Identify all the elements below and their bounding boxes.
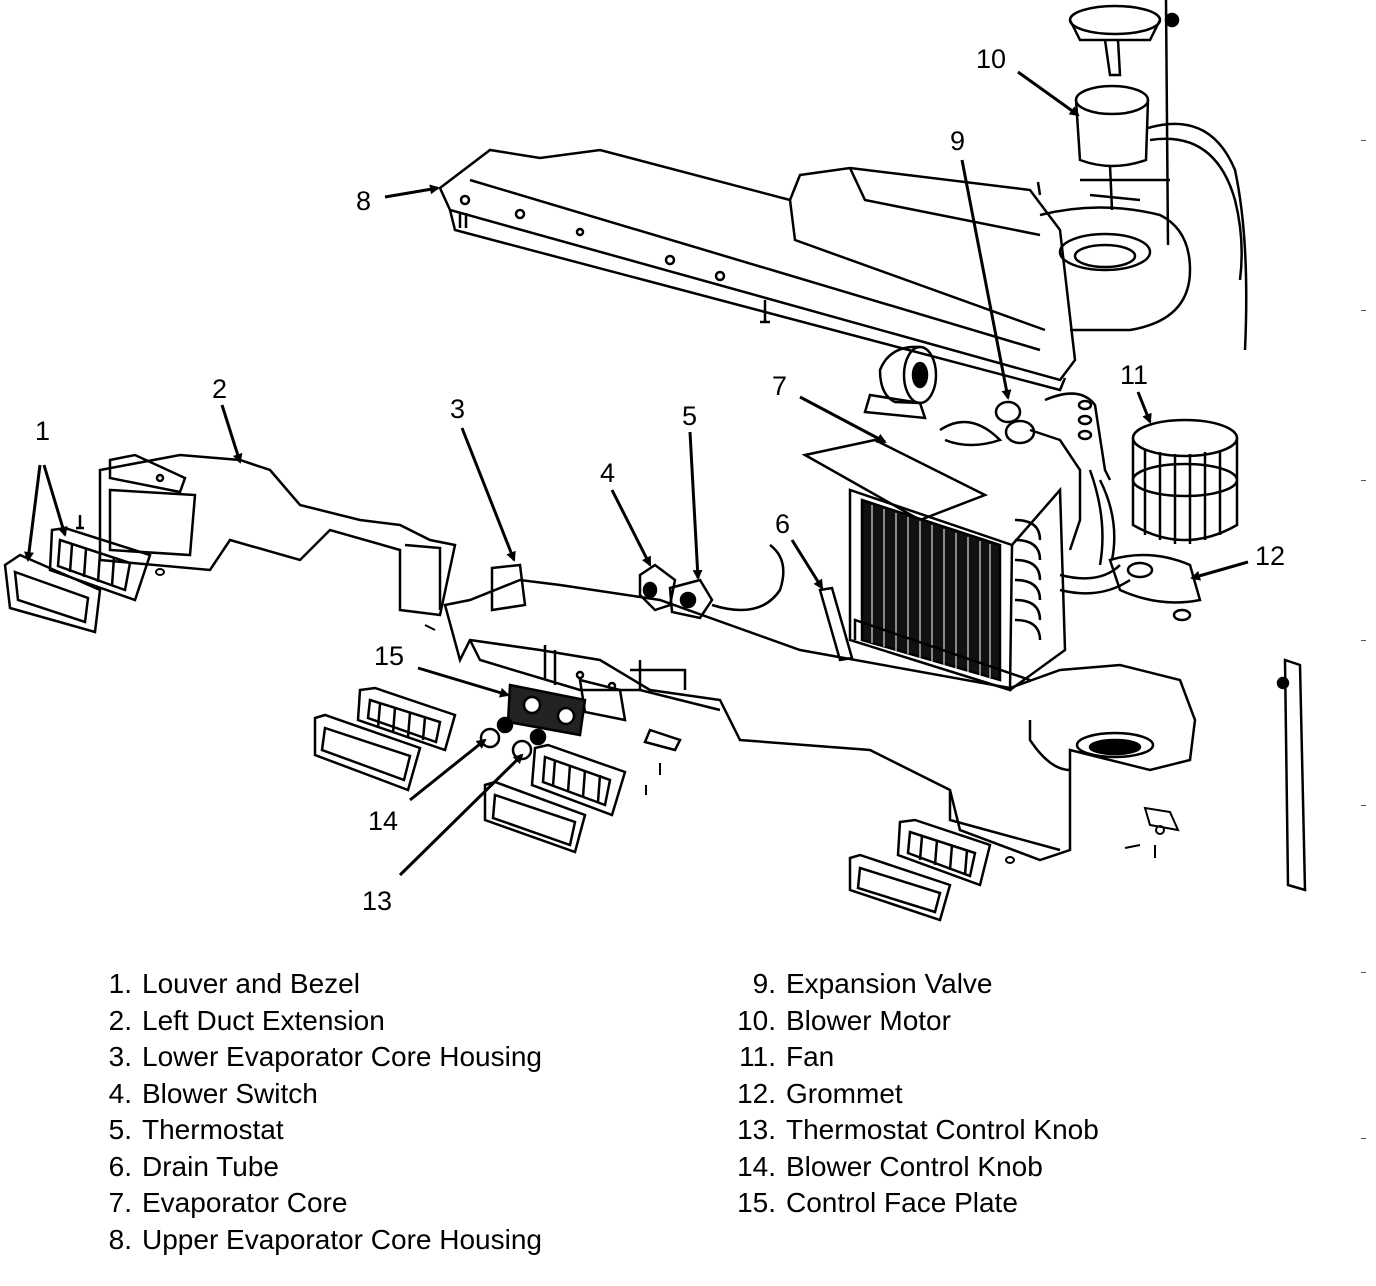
legend-number: 13. xyxy=(737,1114,776,1145)
legend-item: 9. Expansion Valve xyxy=(728,966,1288,1003)
side-bracket xyxy=(1276,658,1307,892)
callout-1: 1 xyxy=(35,416,50,446)
legend-number: 4. xyxy=(108,1077,132,1109)
legend-label: Blower Motor xyxy=(786,1004,951,1036)
parts-legend-left: 1. Louver and Bezel 2. Left Duct Extension… xyxy=(100,966,660,1258)
fasteners xyxy=(155,568,1180,864)
edge-tick xyxy=(1361,480,1366,481)
legend-item: 14. Blower Control Knob xyxy=(728,1149,1288,1186)
legend-number: 1. xyxy=(108,968,132,999)
legend-number: 5. xyxy=(108,1114,132,1145)
legend-item: 10. Blower Motor xyxy=(728,1003,1288,1040)
callout-12: 12 xyxy=(1255,541,1285,571)
callout-6: 6 xyxy=(775,509,790,539)
legend-label: Lower Evaporator Core Housing xyxy=(142,1041,542,1072)
louver-and-bezel-center xyxy=(313,686,457,792)
callout-7: 7 xyxy=(772,371,787,401)
thermostat-control-knob xyxy=(511,728,547,761)
legend-item: 8. Upper Evaporator Core Housing xyxy=(100,1222,660,1259)
legend-item: 7. Evaporator Core xyxy=(100,1185,660,1222)
legend-label: Louver and Bezel xyxy=(142,968,360,999)
legend-label: Thermostat xyxy=(142,1114,284,1145)
louver-and-bezel-right xyxy=(848,818,992,922)
insulation-roll xyxy=(863,345,938,420)
legend-label: Blower Control Knob xyxy=(786,1150,1043,1182)
lower-evaporator-core-housing xyxy=(443,563,1197,862)
exploded-view-diagram: 1 2 3 4 5 6 7 8 9 10 11 12 13 14 15 xyxy=(3,0,1307,922)
louver-and-bezel-right-center xyxy=(483,743,627,854)
callout-3: 3 xyxy=(450,394,465,424)
edge-tick xyxy=(1361,1138,1366,1139)
edge-tick xyxy=(1361,310,1366,311)
legend-number: 2. xyxy=(108,1004,132,1036)
blower-switch xyxy=(638,563,677,612)
legend-label: Evaporator Core xyxy=(142,1187,348,1218)
legend-number: 12. xyxy=(737,1077,776,1109)
legend-item: 5. Thermostat xyxy=(100,1112,660,1149)
blower-control-knob xyxy=(479,716,514,749)
callout-10: 10 xyxy=(976,44,1006,74)
fan xyxy=(1131,418,1239,544)
legend-item: 1. Louver and Bezel xyxy=(100,966,660,1003)
left-duct-extension xyxy=(98,453,457,617)
evaporator-core xyxy=(801,438,1067,692)
louver-and-bezel-left xyxy=(3,515,152,634)
legend-label: Control Face Plate xyxy=(786,1187,1018,1218)
legend-number: 14. xyxy=(737,1150,776,1182)
legend-item: 2. Left Duct Extension xyxy=(100,1003,660,1040)
thermostat xyxy=(668,544,785,620)
legend-label: Grommet xyxy=(786,1077,903,1109)
callout-13: 13 xyxy=(362,886,392,916)
callout-arrows xyxy=(24,70,1249,877)
callout-5: 5 xyxy=(682,401,697,431)
expansion-valve xyxy=(939,392,1112,551)
legend-label: Fan xyxy=(786,1041,835,1072)
legend-item: 4. Blower Switch xyxy=(100,1076,660,1113)
upper-evaporator-core-housing xyxy=(438,148,1077,392)
edge-tick xyxy=(1361,640,1366,641)
blower-scroll-housing xyxy=(1036,181,1192,332)
legend-item: 3. Lower Evaporator Core Housing xyxy=(100,1039,660,1076)
callout-8: 8 xyxy=(356,186,371,216)
callout-15: 15 xyxy=(374,641,404,671)
callout-2: 2 xyxy=(212,374,227,404)
callout-11: 11 xyxy=(1120,360,1148,390)
legend-number: 11. xyxy=(739,1041,776,1072)
legend-number: 3. xyxy=(108,1041,132,1072)
legend-number: 10. xyxy=(737,1004,776,1036)
legend-label: Expansion Valve xyxy=(786,968,993,999)
legend-number: 8. xyxy=(108,1223,132,1255)
legend-item: 11. Fan xyxy=(728,1039,1288,1076)
legend-number: 15. xyxy=(737,1187,776,1218)
legend-number: 7. xyxy=(108,1187,132,1218)
legend-item: 12. Grommet xyxy=(728,1076,1288,1113)
parts-legend-right: 9. Expansion Valve 10. Blower Motor 11. Fan… xyxy=(728,966,1288,1222)
legend-item: 15. Control Face Plate xyxy=(728,1185,1288,1222)
edge-tick xyxy=(1361,140,1366,141)
callout-14: 14 xyxy=(368,806,398,836)
edge-tick xyxy=(1361,805,1366,806)
edge-tick xyxy=(1361,972,1366,973)
legend-label: Blower Switch xyxy=(142,1077,318,1109)
legend-number: 6. xyxy=(108,1150,132,1182)
callout-9: 9 xyxy=(950,126,965,156)
control-face-plate xyxy=(506,683,587,737)
drain-tube xyxy=(818,586,854,662)
legend-label: Left Duct Extension xyxy=(142,1004,385,1036)
legend-label: Upper Evaporator Core Housing xyxy=(142,1223,542,1255)
legend-item: 13. Thermostat Control Knob xyxy=(728,1112,1288,1149)
legend-label: Drain Tube xyxy=(142,1150,279,1182)
callout-4: 4 xyxy=(600,458,615,488)
legend-number: 9. xyxy=(752,968,776,999)
grommet xyxy=(1059,469,1202,622)
legend-item: 6. Drain Tube xyxy=(100,1149,660,1186)
legend-label: Thermostat Control Knob xyxy=(786,1114,1099,1145)
blower-motor xyxy=(1068,0,1248,351)
